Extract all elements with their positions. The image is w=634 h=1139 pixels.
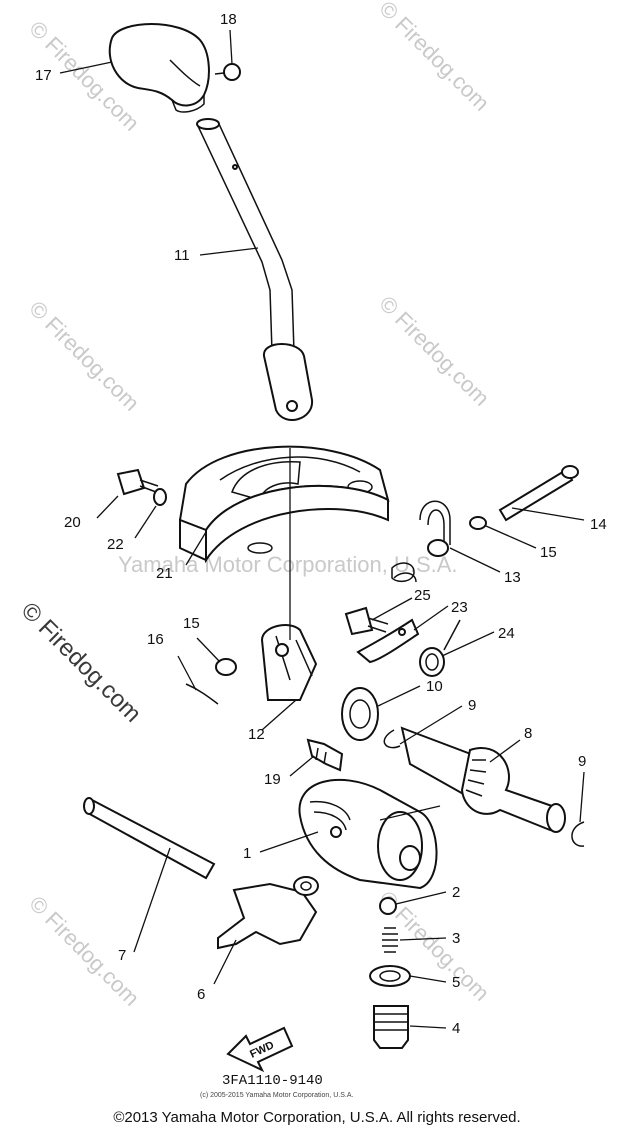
copyright-notice: ©2013 Yamaha Motor Corporation, U.S.A. A… (113, 1109, 521, 1126)
diagram-fine-print: (c) 2005-2015 Yamaha Motor Corporation, … (200, 1092, 353, 1099)
callout-15b: 15 (183, 615, 200, 632)
side-watermark: © Firedog.com (16, 597, 147, 728)
callout-9a: 9 (468, 697, 476, 714)
callout-24: 24 (498, 625, 515, 642)
shift-rod (83, 797, 216, 880)
springs (356, 500, 461, 677)
callout-21: 21 (156, 565, 173, 582)
bearing (341, 687, 401, 749)
shift-drum (298, 778, 438, 890)
callout-13: 13 (504, 569, 521, 586)
callout-10: 10 (426, 678, 443, 695)
bolt-and-washer (116, 468, 167, 506)
callout-15a: 15 (540, 544, 557, 561)
callout-18: 18 (220, 11, 237, 28)
watermark-3: © Firedog.com (24, 296, 144, 416)
callout-4: 4 (452, 1020, 460, 1037)
callout-9b: 9 (578, 753, 586, 770)
bolt-19 (306, 738, 344, 772)
callout-1: 1 (243, 845, 251, 862)
callout-22: 22 (107, 536, 124, 553)
callout-11: 11 (174, 247, 190, 264)
leader-lines (59, 29, 585, 1029)
detent-parts (369, 897, 411, 1049)
pivot-pin (469, 465, 579, 530)
shift-arm (185, 624, 318, 705)
shift-guide (178, 445, 390, 564)
diagram-part-number: 3FA1110-9140 (222, 1073, 323, 1089)
shift-shaft (400, 726, 585, 847)
shift-fork (217, 876, 319, 950)
callout-3: 3 (452, 930, 460, 947)
callout-2: 2 (452, 884, 460, 901)
callout-19: 19 (264, 771, 281, 788)
callout-7: 7 (118, 947, 126, 964)
callouts: 17 18 11 20 22 21 14 15 13 25 23 24 16 1… (35, 11, 607, 1037)
callout-25: 25 (414, 587, 431, 604)
shift-lever (196, 118, 314, 421)
callout-17: 17 (35, 67, 52, 84)
callout-14: 14 (590, 516, 607, 533)
shift-knob (108, 23, 241, 113)
center-watermark: Yamaha Motor Corporation, U.S.A. (118, 552, 458, 577)
watermark-4: © Firedog.com (374, 291, 494, 411)
watermark-2: © Firedog.com (374, 0, 494, 116)
callout-23: 23 (451, 599, 468, 616)
fwd-arrow: FWD (226, 1026, 294, 1073)
callout-5: 5 (452, 974, 460, 991)
watermark-5: © Firedog.com (24, 891, 144, 1011)
callout-16: 16 (147, 631, 164, 648)
callout-12: 12 (248, 726, 265, 743)
callout-6: 6 (197, 986, 205, 1003)
callout-20: 20 (64, 514, 81, 531)
bolt-25 (344, 606, 389, 636)
callout-8: 8 (524, 725, 532, 742)
